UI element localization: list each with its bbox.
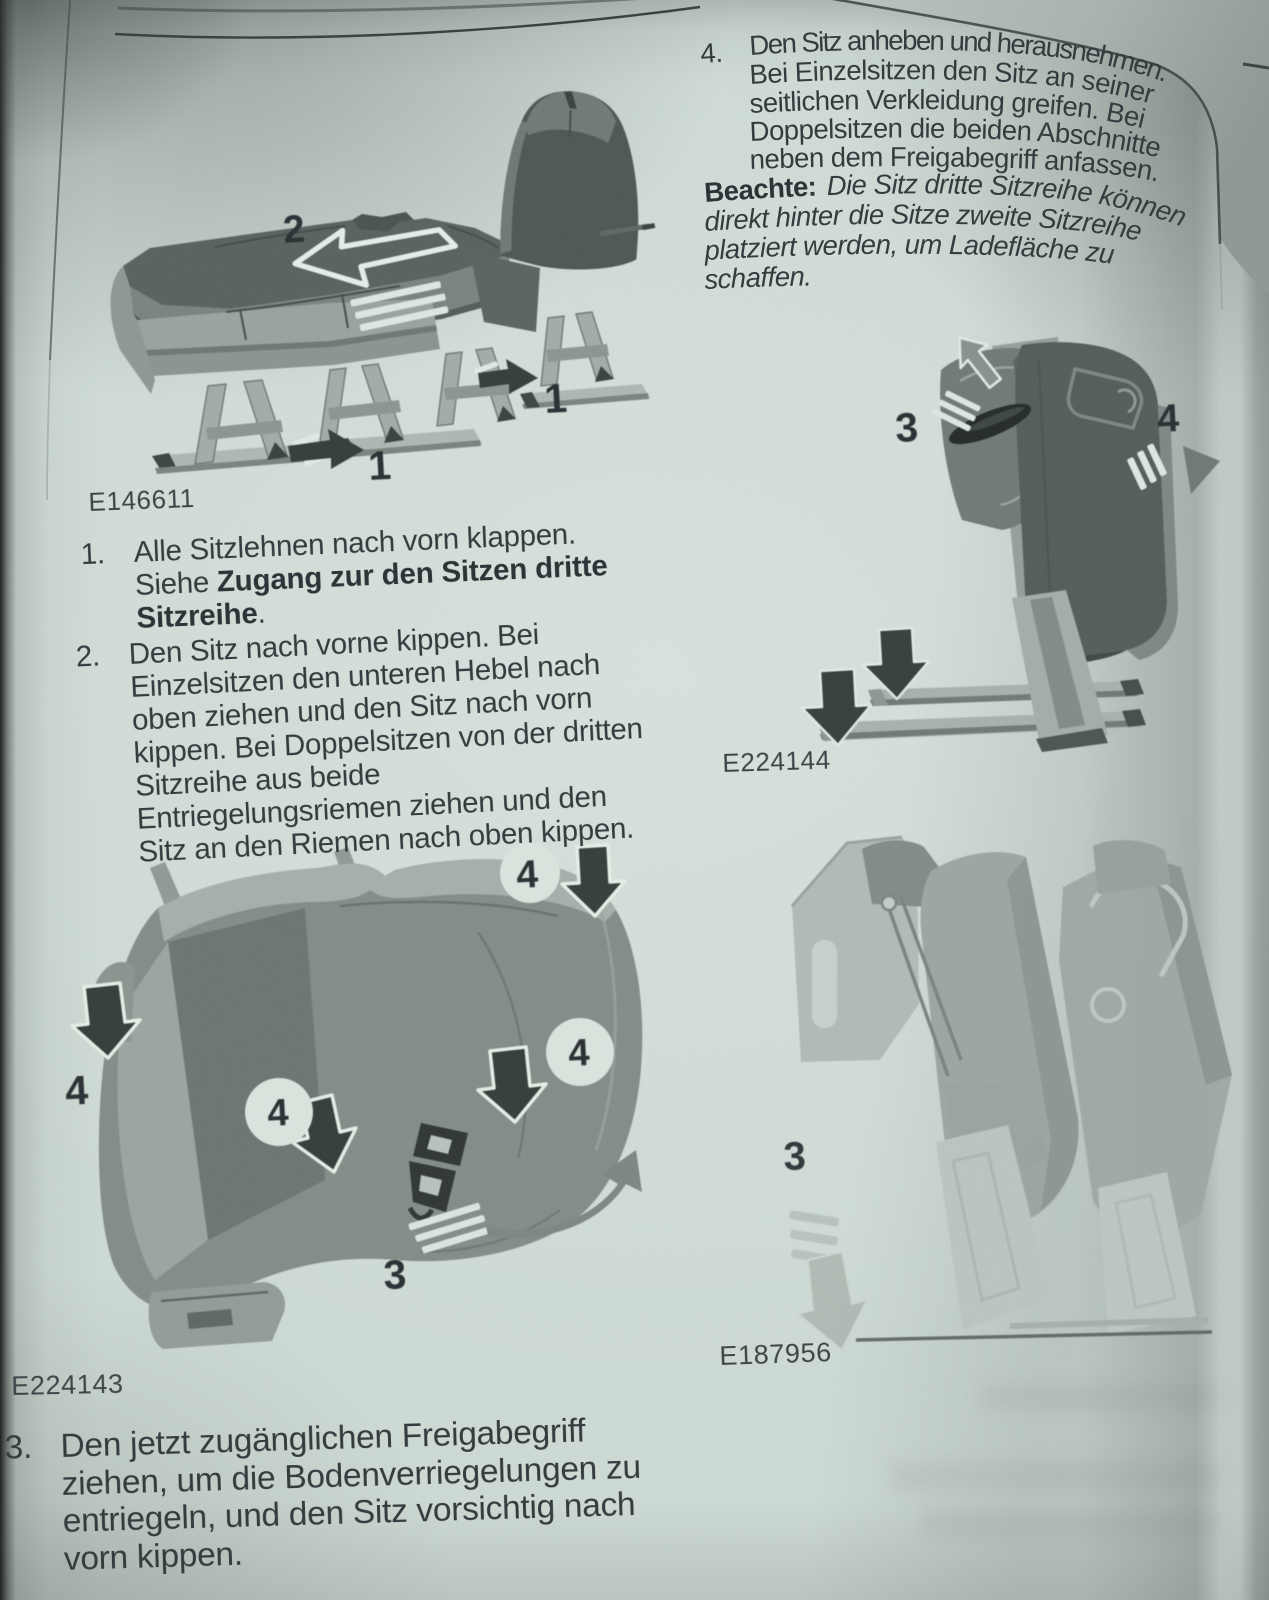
list-item-3: 3. Den jetzt zugänglichen Freigabegriff … [4,1411,643,1578]
list-item-2: 2. Den Sitz nach vorne kippen. Bei Einze… [75,613,648,869]
list-item-1-number: 1. [80,537,106,572]
list-item-2-number: 2. [75,639,101,674]
note-line: schaffen. [704,260,812,295]
item-4-number: 4. [699,37,723,69]
list-item-3-number: 3. [4,1428,33,1467]
